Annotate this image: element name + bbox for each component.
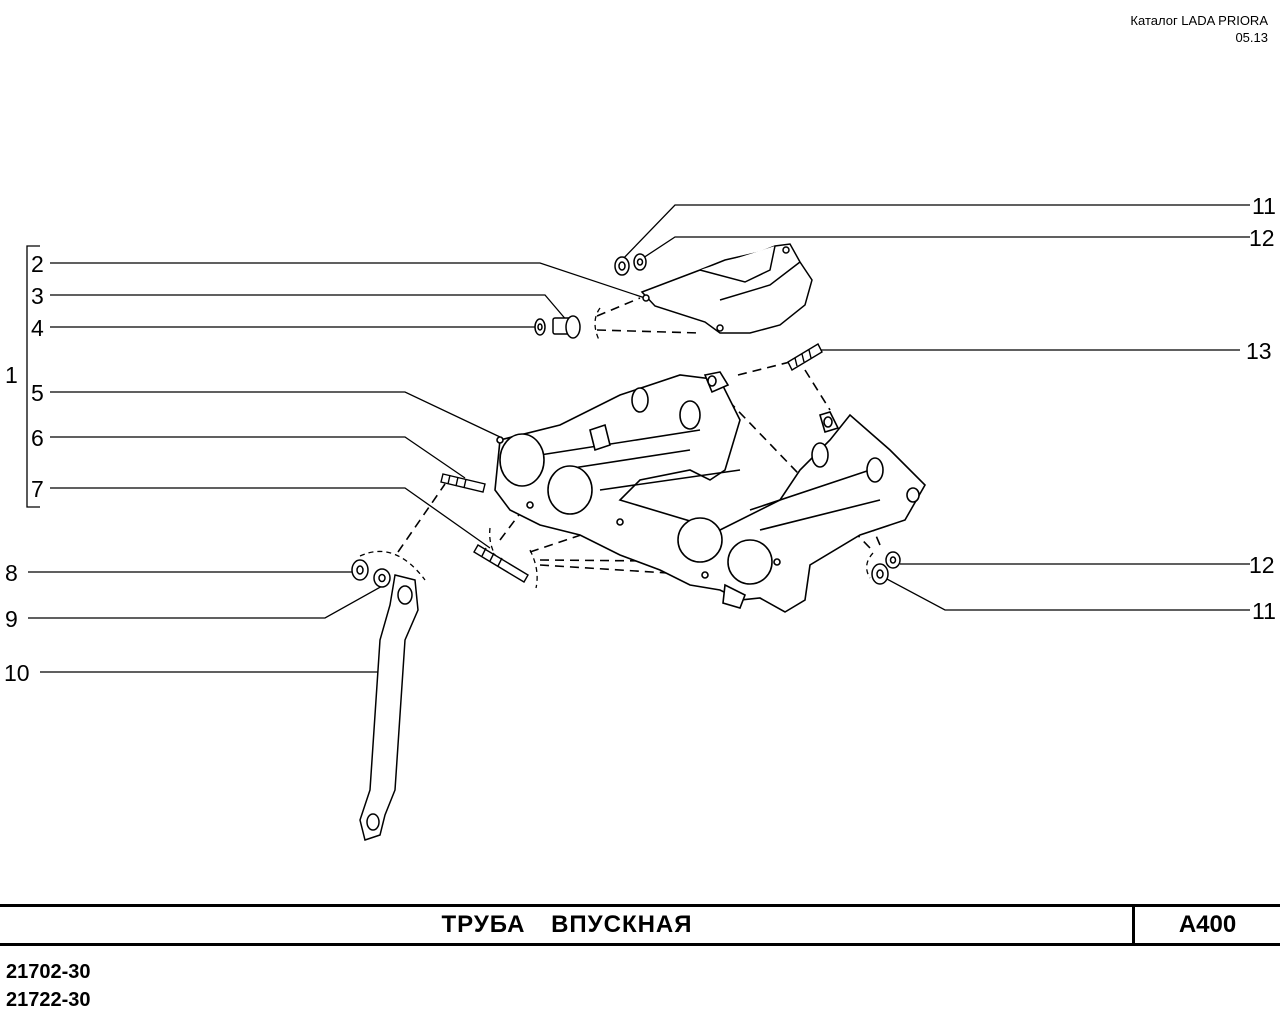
bracket-part (640, 243, 813, 334)
callout-1: 1 (5, 362, 18, 388)
page-title: ТРУБА ВПУСКНАЯ (441, 911, 693, 938)
callout-12-bottom: 12 (1249, 552, 1275, 578)
callout-9: 9 (5, 606, 18, 632)
leader-5 (50, 391, 501, 438)
leader-12a (639, 236, 1250, 261)
callout-3: 3 (31, 283, 44, 309)
section-code: А400 (1178, 911, 1237, 938)
callout-5: 5 (31, 380, 44, 406)
group-bracket (26, 245, 40, 508)
leader-11b (884, 577, 1250, 611)
model-code: 21702-30 (6, 961, 91, 983)
leader-3 (50, 294, 569, 323)
leader-6 (50, 436, 466, 479)
leader-7 (50, 487, 491, 549)
callout-6: 6 (31, 425, 44, 451)
callout-10: 10 (4, 660, 30, 686)
callout-13: 13 (1246, 338, 1272, 364)
leader-2 (50, 262, 646, 299)
callout-12-top: 12 (1249, 225, 1275, 251)
leader-9 (28, 584, 385, 619)
model-code: 21722-30 (6, 989, 91, 1011)
leader-11a (619, 204, 1250, 263)
strut-part (359, 574, 419, 841)
catalog-name: Каталог LADA PRIORA (1130, 13, 1268, 28)
callout-11-bottom: 11 (1252, 598, 1276, 624)
title-band: ТРУБА ВПУСКНАЯ А400 (0, 904, 1280, 946)
intake-manifold-drawing (26, 204, 1250, 841)
catalog-date: 05.13 (1235, 30, 1268, 45)
catalog-header: Каталог LADA PRIORA 05.13 (1130, 12, 1268, 46)
model-list: 21702-30 21722-30 (6, 958, 91, 1014)
callout-11-top: 11 (1252, 193, 1276, 219)
callout-7: 7 (31, 476, 44, 502)
callout-4: 4 (31, 315, 44, 341)
callout-8: 8 (5, 560, 18, 586)
title-divider (1132, 907, 1135, 943)
callout-2: 2 (31, 251, 44, 277)
